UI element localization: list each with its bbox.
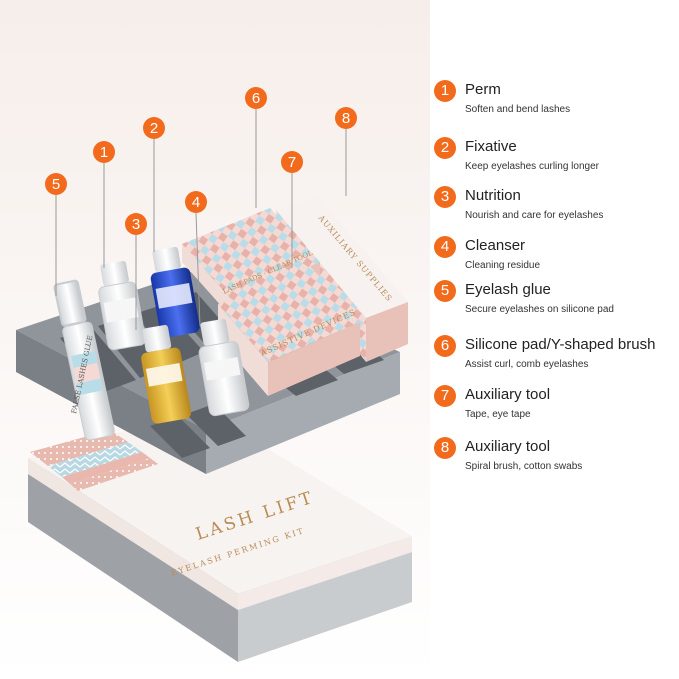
callout-number: 7 <box>288 154 296 171</box>
legend-item-title: Perm <box>465 81 501 98</box>
legend-item-title: Nutrition <box>465 187 521 204</box>
nutrition-bottle <box>141 324 192 424</box>
fixative-bottle <box>150 246 200 338</box>
callout-badge-icon <box>335 107 357 129</box>
legend-item-title: Fixative <box>465 138 517 155</box>
callout-number: 4 <box>192 194 200 211</box>
callout-badge-icon <box>281 151 303 173</box>
callout-layer: 5 1 3 2 4 6 7 8 <box>45 87 357 330</box>
callout-badge-icon <box>245 87 267 109</box>
legend-item-description: Soften and bend lashes <box>465 104 571 115</box>
perm-bottle <box>98 260 146 351</box>
legend-item-description: Cleaning residue <box>465 260 541 271</box>
legend-item-description: Secure eyelashes on silicone pad <box>465 304 614 315</box>
legend-item-description: Tape, eye tape <box>465 409 531 420</box>
legend-item-title: Silicone pad/Y-shaped brush <box>465 336 656 353</box>
assistive-devices-box <box>218 266 360 396</box>
eyelash-glue-tube <box>53 279 115 441</box>
number-badge-icon: 6 <box>434 335 456 357</box>
cleanser-bottle <box>198 318 250 417</box>
number-badge-icon: 7 <box>434 385 456 407</box>
number-badge-icon: 3 <box>434 186 456 208</box>
callout-number: 8 <box>342 110 350 127</box>
callout-number: 3 <box>132 216 140 233</box>
legend-item-description: Spiral brush, cotton swabs <box>465 461 583 472</box>
callout-number: 2 <box>150 120 158 137</box>
callout-badge-icon <box>143 117 165 139</box>
callout-number: 5 <box>52 176 60 193</box>
callout-number: 6 <box>252 90 260 107</box>
callout-badge-icon <box>93 141 115 163</box>
legend-item-title: Auxiliary tool <box>465 438 551 455</box>
legend-item-description: Assist curl, comb eyelashes <box>465 359 589 370</box>
callout-badge-icon <box>45 173 67 195</box>
legend-item-title: Cleanser <box>465 237 526 254</box>
callout-badge-icon <box>125 213 147 235</box>
legend-item-description: Keep eyelashes curling longer <box>465 161 599 172</box>
number-badge-icon: 1 <box>434 80 456 102</box>
callout-badge-icon <box>185 191 207 213</box>
number-badge-icon: 4 <box>434 236 456 258</box>
number-badge-icon: 5 <box>434 280 456 302</box>
callout-leader-line <box>195 212 201 327</box>
callout-number: 1 <box>100 144 108 161</box>
number-badge-icon: 2 <box>434 137 456 159</box>
legend-item-title: Auxiliary tool <box>465 386 551 403</box>
kit-box-lid <box>28 404 412 662</box>
legend-item-description: Nourish and care for eyelashes <box>465 210 604 221</box>
legend-item-title: Eyelash glue <box>465 281 551 298</box>
number-badge-icon: 8 <box>434 437 456 459</box>
